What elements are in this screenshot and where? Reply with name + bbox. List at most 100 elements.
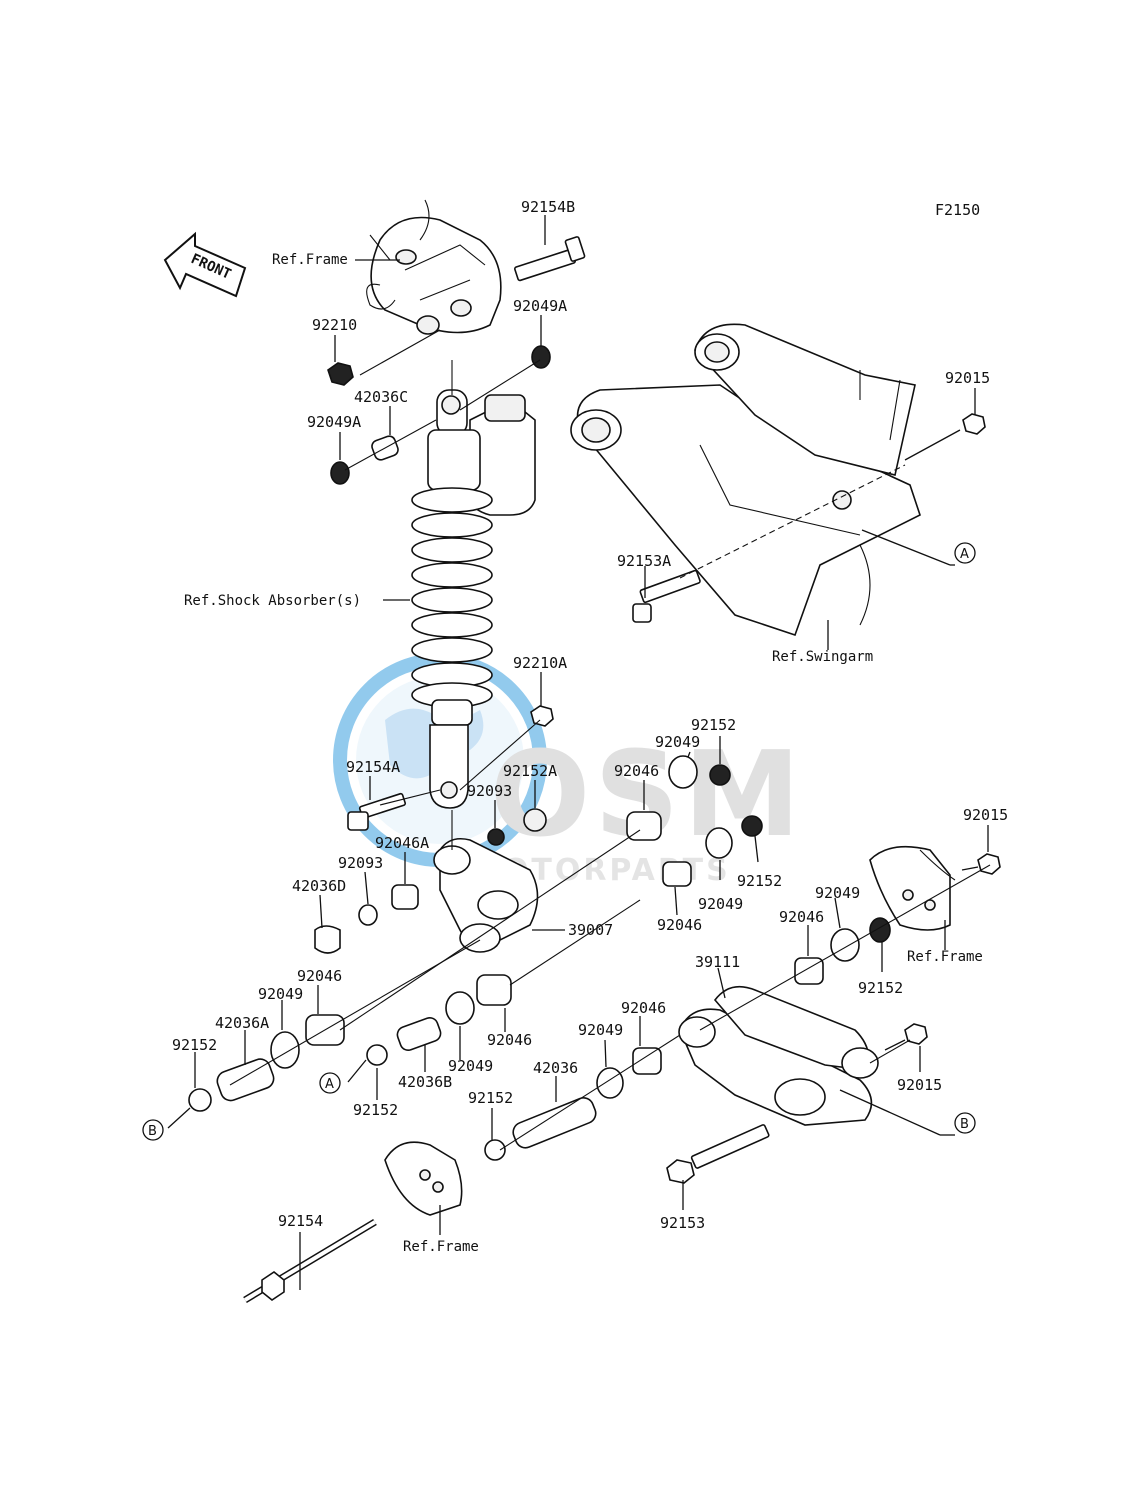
washer-92049A-upper [531,345,551,369]
part-label: 92046 [621,999,666,1017]
watermark: OSM MOTORPARTS [333,653,805,888]
rocker-39007 [433,837,539,953]
nut-92015-right [977,853,1001,875]
bearing-92046-lower [632,1047,662,1075]
part-label: 92046 [297,967,342,985]
frame-bottom-bracket [384,1141,463,1216]
leader-lines [167,215,989,1290]
part-label: 92049 [815,884,860,902]
sleeve-42036B [396,1016,442,1052]
part-labels: 92154B 92210 92049A 42036C 92049A 92015 … [172,198,1008,1232]
svg-text:B: B [148,1124,157,1139]
marker-b-left: B [142,1119,164,1141]
part-label: 92046 [614,762,659,780]
part-label: 92154 [278,1212,323,1230]
part-label: 92152 [691,716,736,734]
washer-92152-right [869,917,891,943]
front-arrow: FRONT [163,231,247,298]
hardware-parts [188,236,1001,1304]
bearing-92046A [391,884,419,910]
part-label: 92152 [737,872,782,890]
figure-code: F2150 [935,201,980,219]
seal-92093-upper [487,828,505,846]
bearing-92046-center [476,974,512,1006]
washer-92152-lower [484,1139,506,1161]
part-label: 92210 [312,316,357,334]
swingarm [570,323,921,637]
seal-92049-right [830,928,860,962]
bolt-92154 [243,1218,377,1304]
part-label: 92046A [375,834,429,852]
part-label: 92015 [963,806,1008,824]
washer-92152-upper [741,815,763,837]
part-label: 92152 [172,1036,217,1054]
shock-spring [411,487,493,708]
part-label: 92153A [617,552,671,570]
part-label: 92046 [657,916,702,934]
part-label: 92015 [945,369,990,387]
part-label: 92049 [578,1021,623,1039]
washer-92152-center [366,1044,388,1066]
washer-92152-left [188,1088,212,1112]
svg-text:A: A [960,547,969,562]
nut-92210A [530,705,554,727]
part-label: 92152A [503,762,557,780]
part-label: 92152 [468,1089,513,1107]
shock-absorber [411,389,536,809]
part-label: 42036A [215,1014,269,1032]
seal-92093-lower [358,904,378,926]
part-label: 39111 [695,953,740,971]
part-label: 92049 [655,733,700,751]
part-label: 92153 [660,1214,705,1232]
marker-a-swingarm: A [954,542,976,564]
part-label: 92049 [258,985,303,1003]
link-rod-39111 [678,985,879,1126]
bolt-92153A [632,569,701,623]
part-label: 92093 [467,782,512,800]
part-label: 39007 [568,921,613,939]
seal-92049-upper [668,755,698,789]
ref-frame-right: Ref.Frame [907,949,983,965]
part-label: 92152 [353,1101,398,1119]
frame-top-bracket [366,199,502,335]
part-label: 92049 [698,895,743,913]
part-label: 42036 [533,1059,578,1077]
collar-42036D [314,925,341,954]
svg-text:A: A [325,1077,334,1092]
ref-swingarm: Ref.Swingarm [772,649,873,665]
marker-a-linkage: A [319,1072,341,1094]
part-label: 92049A [307,413,361,431]
assembly-lines [229,329,991,1151]
seal-92049-left [270,1031,300,1069]
bolt-92154B [514,236,586,282]
part-label: 42036B [398,1073,452,1091]
seal-92049-mid [705,827,733,859]
part-label: 92210A [513,654,567,672]
ref-frame-bottom: Ref.Frame [403,1239,479,1255]
ref-frame-top: Ref.Frame [272,252,348,268]
part-label: 92046 [779,908,824,926]
seal-92049-center [445,991,475,1025]
nut-92210 [327,362,354,386]
svg-text:B: B [960,1117,969,1132]
frame-right-bracket [869,845,956,931]
part-label: 42036D [292,877,346,895]
seal-92049-lower [596,1067,624,1099]
washer-92152-top [709,764,731,786]
part-label: 92154B [521,198,575,216]
part-label: 42036C [354,388,408,406]
part-label: 92046 [487,1031,532,1049]
part-label: 92154A [346,758,400,776]
part-label: 92049 [448,1057,493,1075]
part-label: 92049A [513,297,567,315]
washer-92049A-lower [330,461,350,485]
sleeve-42036 [512,1097,597,1149]
marker-b-right: B [954,1112,976,1134]
sleeve-42036A [216,1058,275,1102]
nut-92015-top [962,413,986,435]
part-label: 92152 [858,979,903,997]
bolt-92153 [666,1124,770,1184]
bearing-92046-mid [662,861,692,887]
watermark-brand: OSM [490,725,805,863]
